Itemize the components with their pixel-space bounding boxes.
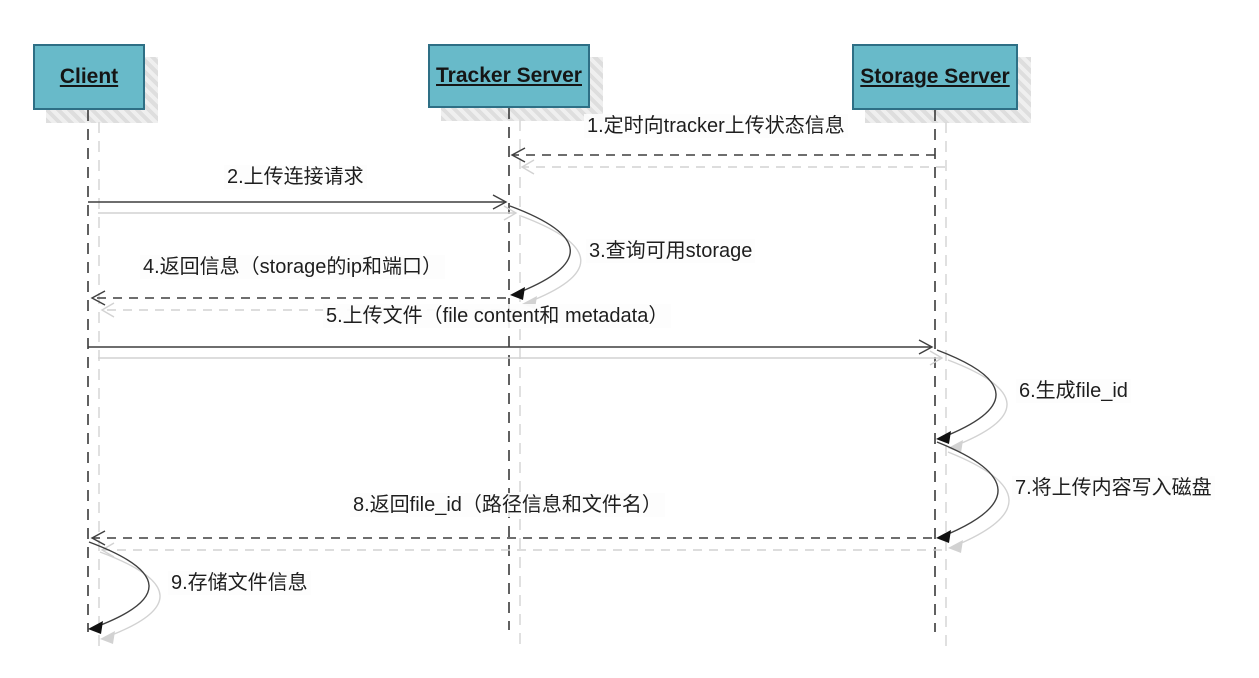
msg5-label: 5.上传文件（file content和 metadata） xyxy=(323,304,672,328)
arrow-msg2 xyxy=(88,194,518,221)
msg8-label: 8.返回file_id（路径信息和文件名） xyxy=(350,493,665,517)
arrow-msg5 xyxy=(88,339,944,366)
actor-client: Client xyxy=(33,44,145,110)
msg9-label: 9.存储文件信息 xyxy=(168,571,311,595)
msg6-label: 6.生成file_id xyxy=(1016,379,1131,403)
actor-tracker-server: Tracker Server xyxy=(428,44,590,108)
actor-client-label: Client xyxy=(59,65,119,88)
arrow-msg7-self-loop xyxy=(936,441,1010,553)
msg1-label: 1.定时向tracker上传状态信息 xyxy=(584,114,848,138)
arrow-msg3-self-loop xyxy=(509,205,582,309)
msg4-label: 4.返回信息（storage的ip和端口） xyxy=(140,255,445,279)
msg7-label: 7.将上传内容写入磁盘 xyxy=(1012,476,1215,500)
actor-storage-server-label: Storage Server xyxy=(860,65,1010,88)
actor-storage-server: Storage Server xyxy=(852,44,1018,110)
msg2-label: 2.上传连接请求 xyxy=(224,165,367,189)
arrow-msg6-self-loop xyxy=(936,349,1008,453)
actor-tracker-server-label: Tracker Server xyxy=(436,64,582,87)
arrow-msg9-self-loop xyxy=(88,541,161,644)
arrow-msg1 xyxy=(510,147,945,175)
msg3-label: 3.查询可用storage xyxy=(586,239,756,263)
arrow-msg8 xyxy=(90,530,942,558)
